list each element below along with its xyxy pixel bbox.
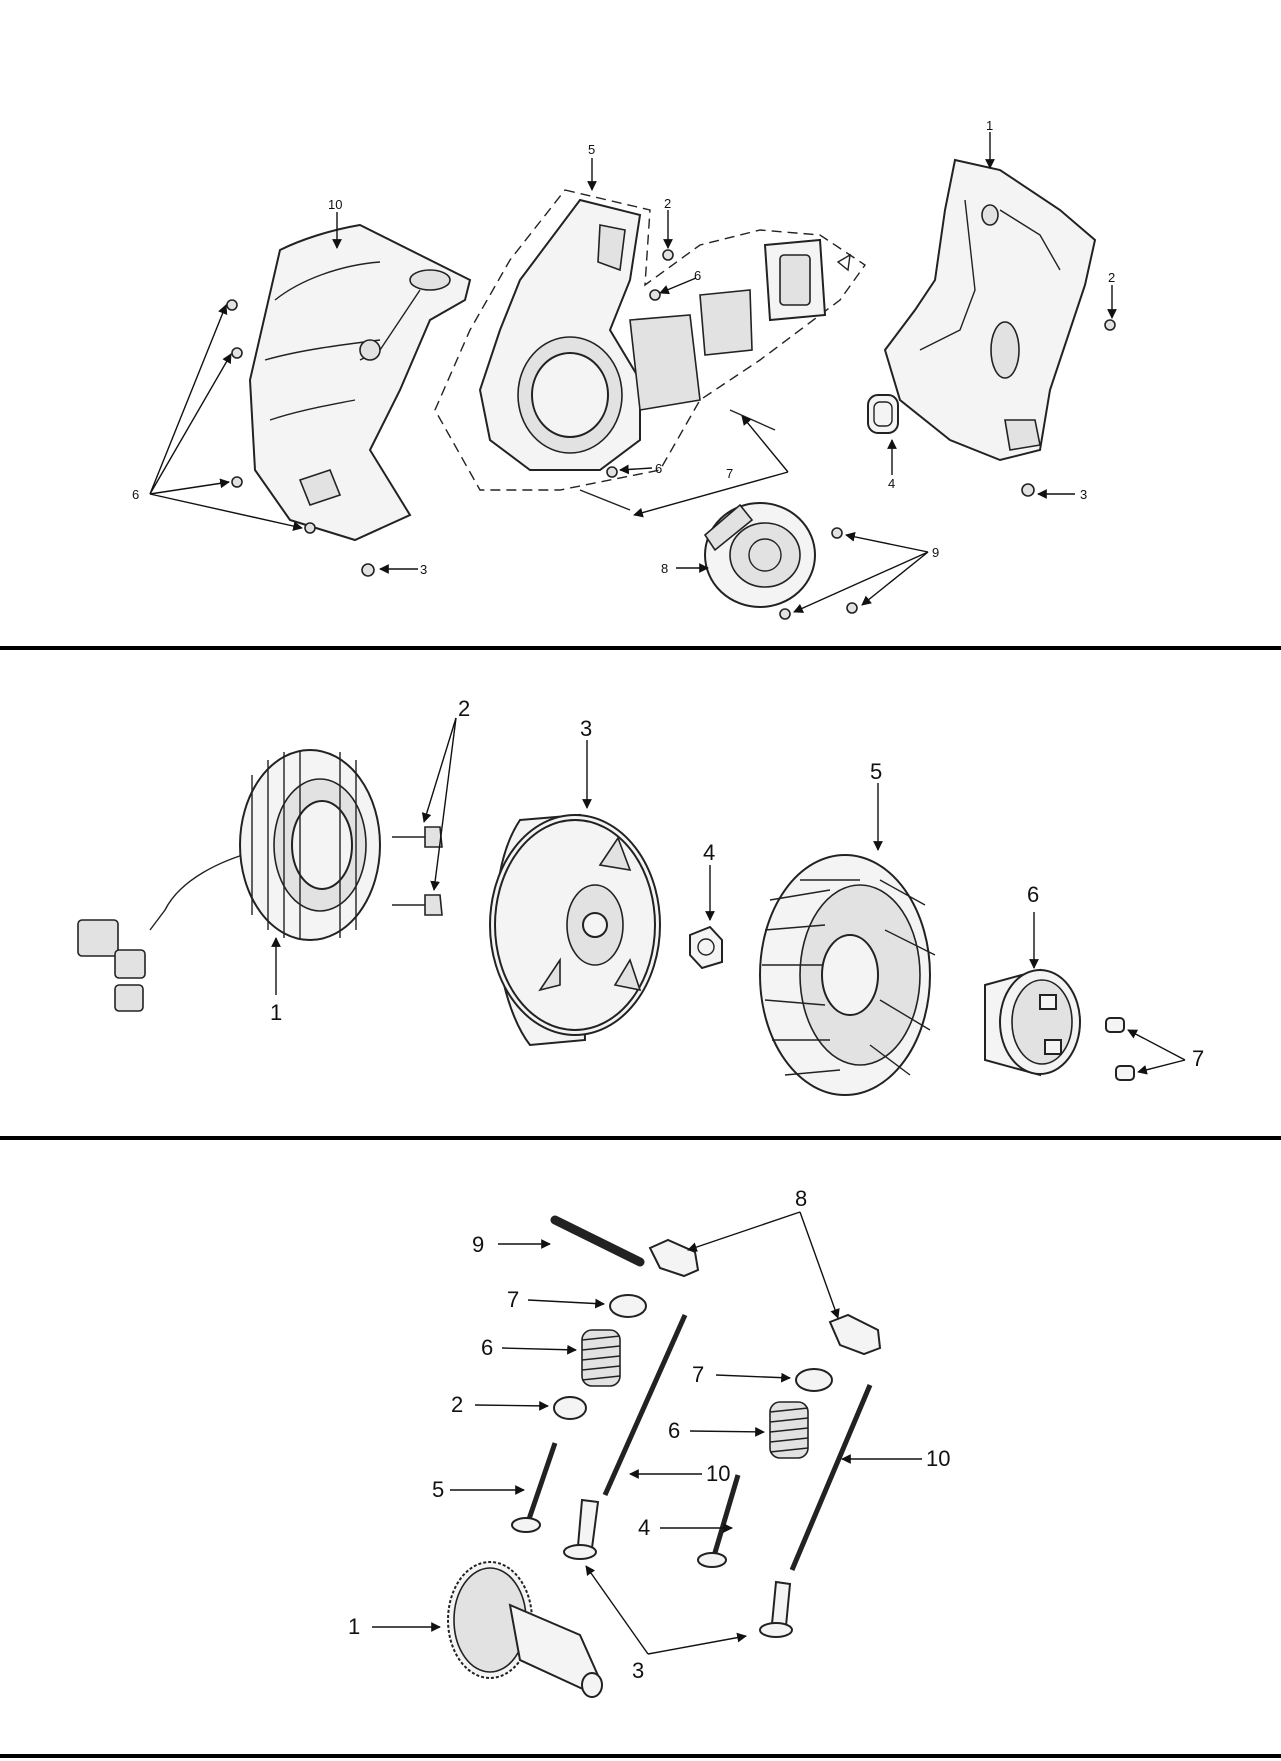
air-filter-part <box>700 240 850 355</box>
fan-part <box>760 855 935 1095</box>
callout-7: 7 <box>507 1287 519 1312</box>
callout-4: 4 <box>888 476 895 491</box>
valve-seal-part <box>554 1397 586 1419</box>
callout-10: 10 <box>926 1446 950 1471</box>
callout-10: 10 <box>706 1461 730 1486</box>
rocker-arm-parts <box>650 1240 880 1354</box>
panel-covers: 1 2 2 3 3 4 5 6 6 6 7 8 9 10 <box>132 118 1115 619</box>
bolt-parts-2 <box>392 827 442 915</box>
callout-6: 6 <box>481 1335 493 1360</box>
left-shroud-part <box>250 225 470 540</box>
callout-9: 9 <box>932 545 939 560</box>
callout-2: 2 <box>664 196 671 211</box>
callout-3: 3 <box>632 1658 644 1683</box>
retainer-part <box>610 1295 646 1317</box>
callout-10: 10 <box>328 197 342 212</box>
callout-9: 9 <box>472 1232 484 1257</box>
callout-7: 7 <box>692 1362 704 1387</box>
callout-6: 6 <box>694 268 701 283</box>
callout-1: 1 <box>348 1614 360 1639</box>
callout-3: 3 <box>1080 487 1087 502</box>
camshaft-part <box>448 1562 602 1697</box>
callout-3: 3 <box>580 716 592 741</box>
rocker-shaft-part <box>555 1220 640 1262</box>
main-housing-part <box>435 190 865 490</box>
callout-6: 6 <box>655 461 662 476</box>
callout-3: 3 <box>420 562 427 577</box>
stator-part <box>78 750 380 1011</box>
tappet-parts <box>564 1500 792 1637</box>
callout-6: 6 <box>1027 882 1039 907</box>
callout-8: 8 <box>661 561 668 576</box>
callout-8: 8 <box>795 1186 807 1211</box>
callout-4: 4 <box>703 840 715 865</box>
screw-parts <box>1106 1018 1134 1080</box>
nut-part <box>690 927 722 968</box>
callout-6: 6 <box>668 1418 680 1443</box>
panel-alternator: 1 2 3 4 5 6 7 <box>78 696 1204 1095</box>
callout-2: 2 <box>458 696 470 721</box>
callout-1: 1 <box>986 118 993 133</box>
starter-cup-part <box>985 970 1080 1075</box>
spring-parts <box>582 1330 808 1458</box>
gasket-part <box>868 395 898 433</box>
callout-5: 5 <box>588 142 595 157</box>
callouts-panel-3: 1 2 3 4 5 6 6 7 7 8 9 10 10 <box>348 1186 950 1683</box>
valve-parts <box>512 1443 738 1567</box>
callout-7: 7 <box>726 466 733 481</box>
callout-5: 5 <box>870 759 882 784</box>
right-shroud-part <box>885 160 1095 460</box>
callout-4: 4 <box>638 1515 650 1540</box>
recoil-starter-part <box>705 503 815 607</box>
panel-valve-train: 1 2 3 4 5 6 6 7 7 8 9 10 10 <box>348 1186 950 1697</box>
callout-6: 6 <box>132 487 139 502</box>
retainer-part <box>796 1369 832 1391</box>
flywheel-part <box>490 815 660 1045</box>
callout-2: 2 <box>451 1392 463 1417</box>
callout-5: 5 <box>432 1477 444 1502</box>
callout-7: 7 <box>1192 1046 1204 1071</box>
callout-2: 2 <box>1108 270 1115 285</box>
callout-1: 1 <box>270 1000 282 1025</box>
